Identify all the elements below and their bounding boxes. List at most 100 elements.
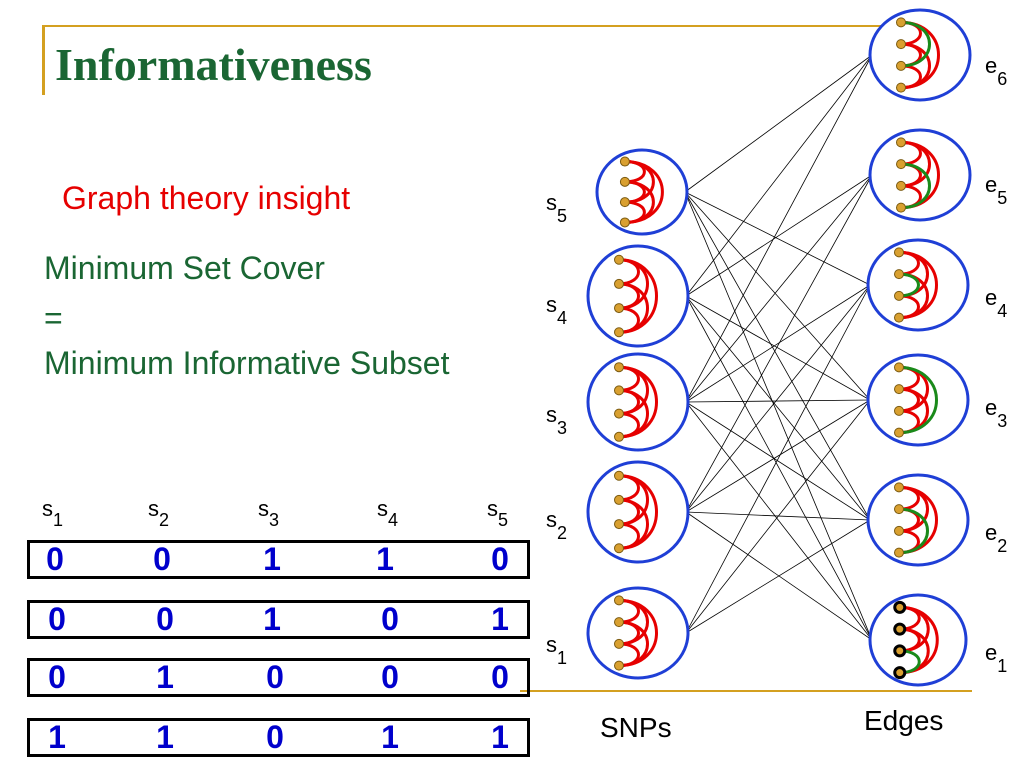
vertex-dot: [893, 600, 907, 614]
vertex-dot: [896, 82, 906, 93]
connection-line: [685, 399, 871, 403]
matrix-cell: 1: [156, 659, 174, 695]
edge-node-label-1: e1: [985, 640, 1008, 676]
snp-node-label-1: s1: [546, 632, 568, 668]
statement-line-3: Minimum Informative Subset: [44, 345, 450, 381]
vertex-dot: [614, 254, 624, 265]
vertex-dot: [619, 156, 630, 167]
snp-node-3: [586, 352, 690, 452]
red-arc: [618, 365, 658, 439]
snp-node-label-3: s3: [546, 402, 568, 438]
snp-node-4: [586, 244, 690, 348]
edge-node-label-2: e2: [985, 520, 1008, 556]
connection-line: [685, 284, 871, 634]
connection-line: [684, 191, 871, 521]
edge-node-label-6: e6: [985, 53, 1008, 89]
green-arc: [898, 272, 920, 298]
snp-header-2: s2: [148, 496, 170, 530]
vertex-dot: [614, 278, 624, 289]
vertex-dot: [893, 622, 907, 636]
vertex-dot: [614, 408, 624, 419]
snp-node-1: [586, 586, 690, 680]
node-circle: [595, 148, 689, 236]
snp-header-4: s4: [377, 496, 399, 530]
edge-node-5: [868, 128, 972, 222]
vertex-dot: [614, 660, 624, 671]
vertex-dot: [896, 60, 906, 71]
vertex-dot: [893, 644, 907, 658]
snp-header-5: s5: [487, 496, 509, 530]
connection-line: [684, 191, 871, 286]
connection-line: [685, 399, 871, 634]
snp-node-label-4: s4: [546, 292, 568, 328]
matrix-cell: 1: [381, 719, 399, 755]
vertex-dot: [896, 39, 906, 50]
connection-line: [685, 399, 871, 513]
subtitle: Graph theory insight: [62, 180, 351, 216]
red-arc: [618, 598, 658, 668]
vertex-dot: [894, 504, 904, 515]
matrix-cell: 0: [381, 601, 399, 637]
vertex-dot: [894, 247, 904, 258]
matrix-row-1: 0 0 1 1 0: [27, 540, 530, 579]
snp-node-label-5: s5: [546, 190, 568, 226]
vertex-dot: [896, 17, 906, 28]
matrix-cell: 1: [156, 719, 174, 755]
matrix-row-4: 1 1 0 1 1: [27, 718, 530, 757]
matrix-cell: 1: [263, 541, 281, 577]
statement-line-2: =: [44, 300, 63, 336]
bottom-rule: [520, 690, 972, 692]
vertex-dot: [894, 362, 904, 373]
title-accent-bar: [42, 25, 45, 95]
edge-node-6: [868, 8, 972, 102]
snp-header-3: s3: [258, 496, 280, 530]
edge-node-3: [866, 353, 970, 447]
connection-line: [685, 54, 873, 403]
snp-node-2: [586, 460, 690, 564]
edge-node-2: [866, 473, 970, 567]
edge-node-label-3: e3: [985, 395, 1008, 431]
matrix-cell: 0: [153, 541, 171, 577]
vertex-dot: [894, 427, 904, 438]
vertex-dot: [619, 176, 630, 187]
vertex-dot: [894, 482, 904, 493]
connection-line: [685, 295, 871, 521]
connection-line: [684, 54, 873, 193]
red-arc: [624, 160, 664, 224]
edge-node-label-4: e4: [985, 285, 1008, 321]
page-title: Informativeness: [55, 39, 372, 90]
matrix-cell: 0: [491, 659, 509, 695]
matrix-cell: 0: [266, 659, 284, 695]
connection-line: [685, 174, 873, 513]
vertex-dot: [894, 525, 904, 536]
matrix-row-3: 0 1 0 0 0: [27, 658, 530, 697]
matrix-cell: 0: [48, 659, 66, 695]
edge-node-1: [868, 593, 968, 687]
connection-line: [685, 284, 871, 513]
connection-line: [685, 401, 871, 521]
snp-node-5: [595, 148, 689, 236]
vertex-dot: [894, 547, 904, 558]
vertex-dot: [896, 159, 906, 170]
vertex-dot: [614, 638, 624, 649]
matrix-cell: 0: [46, 541, 64, 577]
vertex-dot: [894, 312, 904, 323]
matrix-cell: 0: [491, 541, 509, 577]
connection-line: [684, 191, 873, 641]
connection-line: [685, 174, 873, 297]
vertex-dot: [619, 197, 630, 208]
edge-node-4: [866, 238, 970, 332]
vertex-dot: [896, 180, 906, 191]
connection-line: [684, 191, 871, 401]
edges-caption: Edges: [864, 705, 944, 736]
connection-line: [685, 174, 873, 403]
matrix-cell: 1: [376, 541, 394, 577]
vertex-dot: [614, 519, 624, 530]
vertex-dot: [614, 385, 624, 396]
connection-line: [685, 295, 873, 641]
connection-line: [685, 401, 873, 641]
vertex-dot: [894, 384, 904, 395]
red-arc: [618, 258, 658, 334]
matrix-cell: 1: [263, 601, 281, 637]
edge-node-label-5: e5: [985, 172, 1008, 208]
